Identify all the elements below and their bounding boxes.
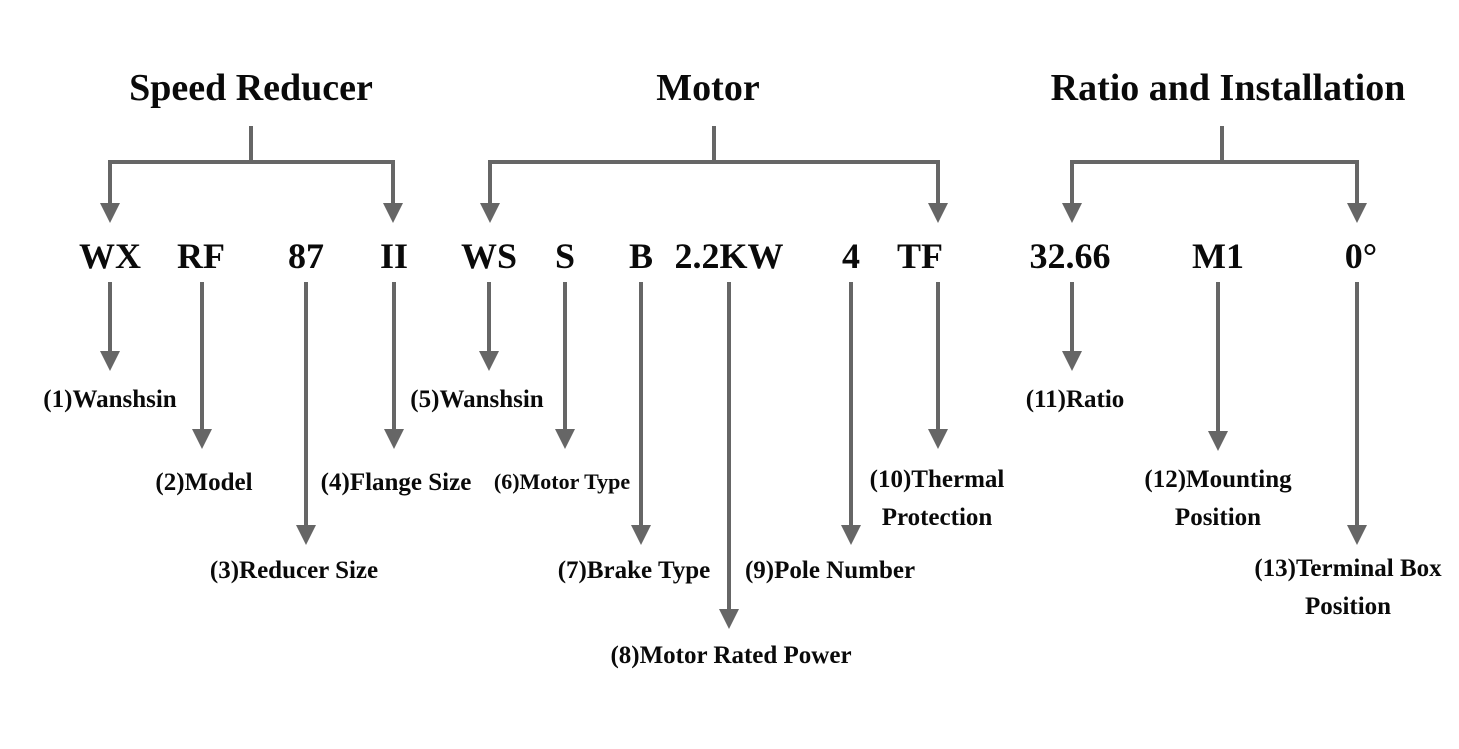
group-title-motor: Motor (656, 67, 760, 109)
label-line: Position (1174, 504, 1262, 531)
arrowhead (1062, 203, 1082, 223)
arrowhead (1347, 203, 1367, 223)
label-line: (10)Thermal (869, 466, 1005, 493)
label-line: (4)Flange Size (320, 469, 472, 496)
label-line: (5)Wanshsin (410, 386, 544, 413)
arrowhead (631, 525, 651, 545)
label-5-wanshsin: (5)Wanshsin (410, 381, 543, 419)
arrowhead (384, 429, 404, 449)
code-4: 4 (842, 236, 860, 276)
code-s: S (554, 236, 576, 276)
label-line: (8)Motor Rated Power (610, 642, 852, 669)
bracket-ratio-installation (1070, 126, 1359, 207)
code-m1: M1 (1192, 236, 1244, 276)
arrowhead (100, 351, 120, 371)
label-line: (3)Reducer Size (209, 557, 379, 584)
bracket-motor (488, 126, 940, 207)
label-6-motor-type: (6)Motor Type (494, 463, 630, 501)
code-ws: WS (460, 236, 518, 276)
arrowhead (928, 429, 948, 449)
label-7-brake-type: (7)Brake Type (558, 552, 711, 590)
code-87: 87 (288, 236, 324, 276)
arrowhead (719, 609, 739, 629)
arrowhead (928, 203, 948, 223)
arrowhead (192, 429, 212, 449)
label-line: (11)Ratio (1025, 386, 1125, 413)
arrowhead (555, 429, 575, 449)
arrowhead (480, 203, 500, 223)
arrowhead (841, 525, 861, 545)
group-title-speed-reducer: Speed Reducer (129, 67, 373, 109)
arrowhead (1347, 525, 1367, 545)
label-4-flange-size: (4)Flange Size (321, 464, 472, 502)
arrowhead (1208, 431, 1228, 451)
label-line: (1)Wanshsin (43, 386, 177, 413)
arrowhead (100, 203, 120, 223)
arrowhead (479, 351, 499, 371)
wire-strokes (100, 126, 1367, 629)
group-title-ratio-installation: Ratio and Installation (1050, 67, 1406, 109)
label-line: Protection (881, 504, 993, 531)
arrowhead (1062, 351, 1082, 371)
label-line: (7)Brake Type (557, 557, 711, 584)
label-3-reducer-size: (3)Reducer Size (210, 552, 378, 590)
code-b: B (628, 236, 654, 276)
label-12-mounting-position: (12)Mounting Position (1144, 461, 1291, 537)
code-rf: RF (177, 236, 225, 276)
label-9-pole-number: (9)Pole Number (745, 552, 915, 590)
label-13-terminal-box-position: (13)Terminal Box Position (1254, 550, 1441, 626)
code-0deg: 0° (1344, 236, 1378, 276)
code-3266: 32.66 (1029, 236, 1111, 276)
label-10-thermal-protection: (10)Thermal Protection (870, 461, 1005, 537)
label-11-ratio: (11)Ratio (1026, 381, 1125, 419)
label-line: Position (1304, 593, 1392, 620)
code-ii: II (379, 236, 409, 276)
label-line: (6)Motor Type (493, 469, 631, 494)
label-line: (2)Model (155, 469, 253, 496)
label-line: (9)Pole Number (744, 557, 916, 584)
label-line: (13)Terminal Box (1254, 555, 1442, 582)
label-2-model: (2)Model (155, 464, 252, 502)
code-wx: WX (79, 236, 141, 276)
arrowheads (100, 203, 1367, 629)
arrowhead (296, 525, 316, 545)
label-line: (12)Mounting (1144, 466, 1292, 493)
bracket-speed-reducer (108, 126, 395, 207)
label-1-wanshsin: (1)Wanshsin (43, 381, 176, 419)
code-22kw: 2.2KW (674, 236, 784, 276)
label-8-motor-rated-power: (8)Motor Rated Power (610, 637, 851, 675)
code-tf: TF (896, 236, 944, 276)
arrowhead (383, 203, 403, 223)
